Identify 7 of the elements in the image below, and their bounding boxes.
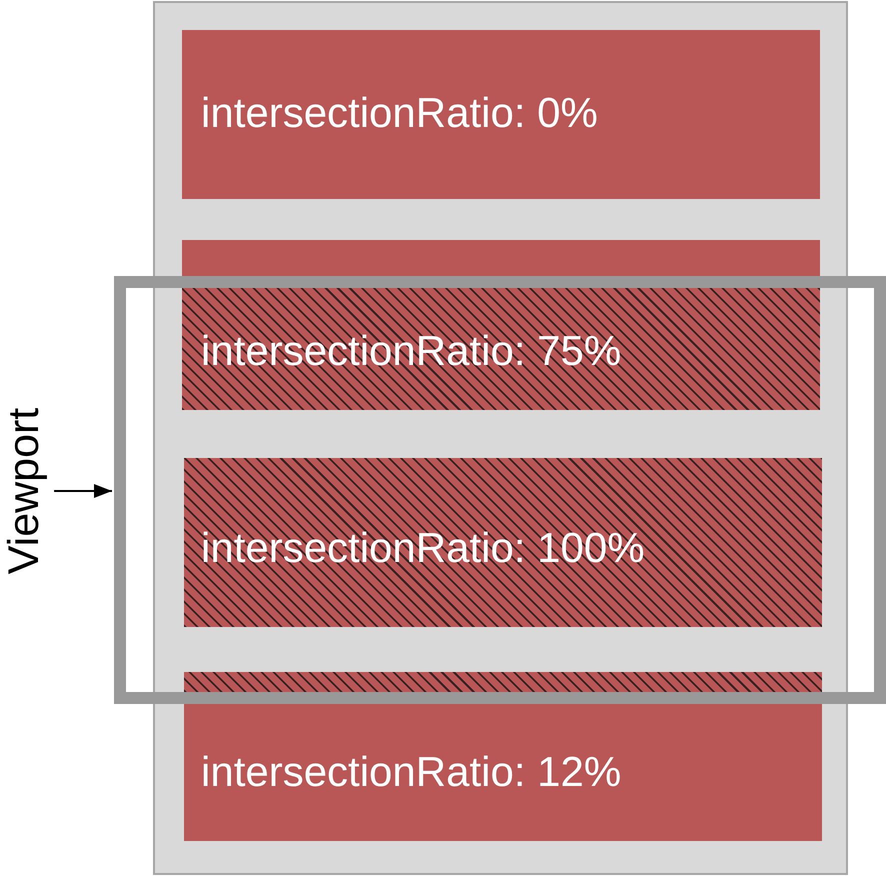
ratio-label: intersectionRatio: 12% (201, 748, 622, 796)
arrow (54, 484, 112, 498)
ratio-label: intersectionRatio: 0% (201, 89, 598, 138)
viewport-label: Viewport (0, 408, 48, 574)
target-element (184, 672, 822, 841)
viewport-frame (114, 276, 886, 704)
target-element (182, 30, 820, 199)
